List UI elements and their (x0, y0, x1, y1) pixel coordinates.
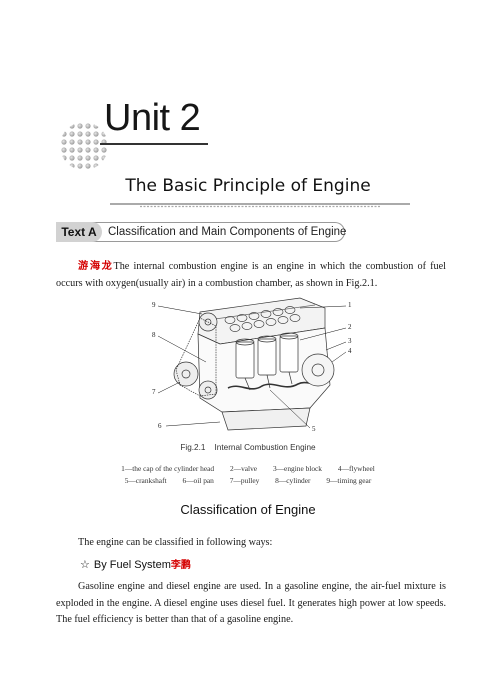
intro-text: The internal combustion engine is an eng… (56, 261, 446, 289)
figure-caption: Fig.2.1 Internal Combustion Engine (180, 443, 316, 452)
classify-intro-line: The engine can be classified in followin… (78, 537, 273, 548)
callout-1: 1 (348, 301, 352, 309)
text-a-tag: Text A (56, 222, 102, 242)
section-heading: Classification of Engine (180, 502, 316, 517)
legend-item: 6—oil pan (182, 476, 214, 485)
callout-6: 6 (158, 422, 162, 430)
intro-paragraph: 游海龙The internal combustion engine is an … (56, 259, 446, 292)
legend-item: 7—pulley (229, 476, 260, 485)
legend-item: 3—engine block (272, 464, 323, 473)
subsection-title: By Fuel System (93, 559, 171, 571)
text-a-title: Classification and Main Components of En… (108, 226, 347, 238)
star-icon: ☆ (80, 559, 90, 571)
legend-item: 2—valve (230, 464, 258, 473)
legend-item: 4—flywheel (337, 464, 375, 473)
callout-8: 8 (152, 331, 156, 339)
figure-legend-row-2: 5—crankshaft 6—oil pan 7—pulley 8—cylind… (0, 476, 496, 485)
chapter-title-underline (110, 203, 410, 208)
chapter-title: The Basic Principle of Engine (125, 176, 371, 196)
legend-item: 8—cylinder (275, 476, 311, 485)
callout-9: 9 (152, 301, 156, 309)
subsection-heading: ☆By Fuel System李鹏 (80, 557, 191, 574)
legend-item: 5—crankshaft (124, 476, 167, 485)
unit-title: Unit 2 (104, 97, 201, 139)
callout-7: 7 (152, 388, 156, 396)
engine-diagram: 9 8 7 6 5 1 2 3 4 (152, 297, 352, 433)
callout-3: 3 (348, 337, 352, 345)
legend-item: 9—timing gear (326, 476, 372, 485)
callout-4: 4 (348, 347, 352, 355)
legend-item: 1—the cap of the cylinder head (121, 464, 215, 473)
unit-title-underline (100, 143, 208, 145)
subsection-author-mark: 李鹏 (170, 560, 191, 571)
callout-2: 2 (348, 323, 352, 331)
fuel-system-paragraph: Gasoline engine and diesel engine are us… (56, 581, 446, 625)
text-a-banner (56, 222, 345, 242)
dotted-sphere-graphic (61, 123, 107, 169)
callout-5: 5 (312, 425, 316, 433)
figure-legend-row-1: 1—the cap of the cylinder head 2—valve 3… (0, 464, 496, 473)
intro-author-mark: 游海龙 (78, 261, 114, 272)
